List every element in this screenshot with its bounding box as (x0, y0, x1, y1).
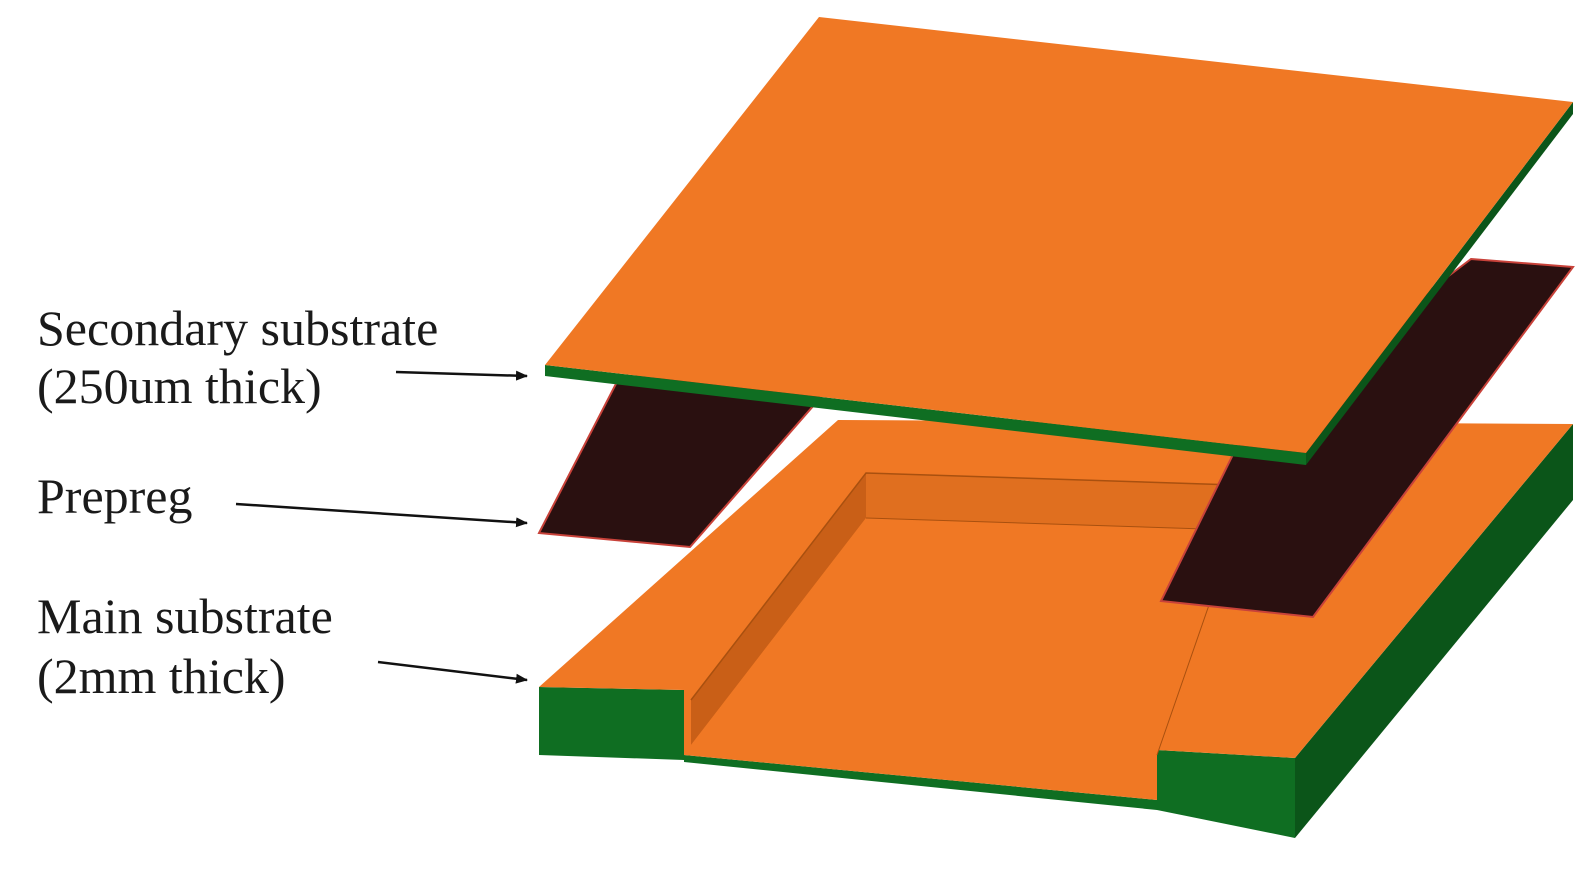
main-substrate-front-left (539, 687, 684, 760)
cavity-floor (691, 518, 1235, 755)
main-substrate-thickness-label: (2mm thick) (37, 648, 286, 704)
main-substrate-label: Main substrate (37, 588, 333, 644)
secondary-substrate-label: Secondary substrate (37, 300, 438, 356)
prepreg-layer (537, 257, 1575, 619)
cavity-back-wall (866, 473, 1235, 530)
label-prepreg: Prepreg (37, 468, 528, 528)
secondary-substrate-arrow (395, 370, 528, 381)
label-secondary-substrate: Secondary substrate (250um thick) (37, 300, 528, 414)
secondary-substrate (545, 17, 1573, 465)
main-substrate-front-center (684, 755, 1157, 810)
secondary-substrate-top (545, 17, 1573, 453)
main-substrate-front-right (1157, 750, 1295, 838)
secondary-substrate-front-edge (545, 365, 1306, 465)
cavity-left-wall (691, 473, 866, 745)
main-substrate-arrow (377, 660, 528, 684)
label-main-substrate: Main substrate (2mm thick) (37, 588, 528, 704)
secondary-substrate-right-edge (1306, 102, 1573, 465)
main-substrate-side-right (1295, 424, 1573, 838)
secondary-substrate-thickness-label: (250um thick) (37, 358, 322, 414)
cavity-floor-edge (865, 517, 1236, 531)
prepreg-label: Prepreg (37, 468, 193, 524)
prepreg-arrow (235, 502, 528, 528)
